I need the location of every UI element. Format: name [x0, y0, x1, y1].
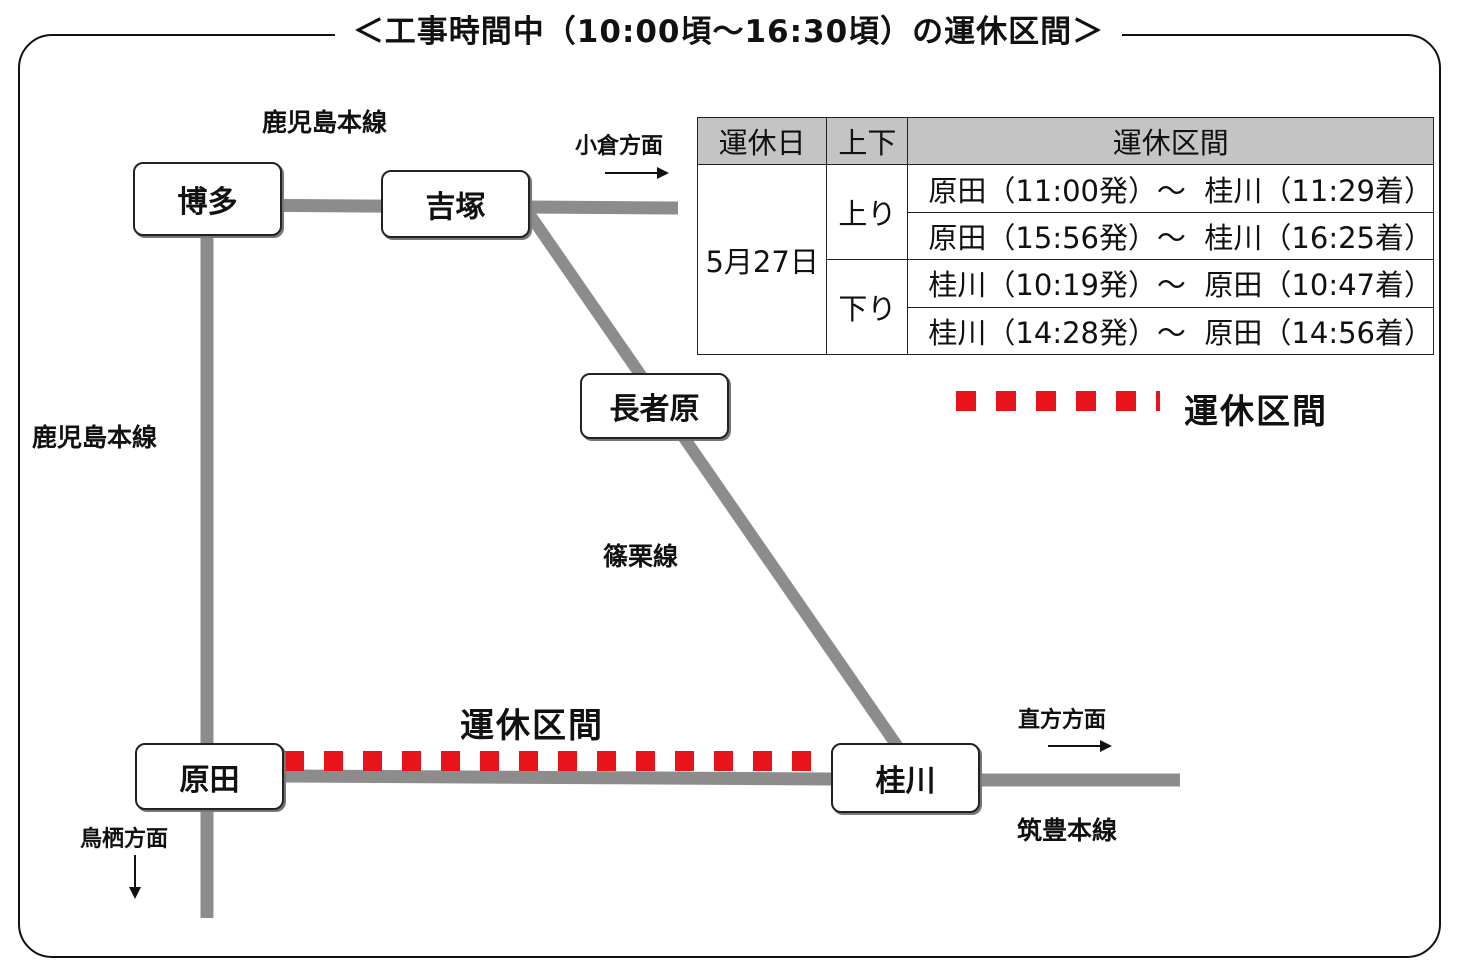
track-chikuho-suspended-section — [282, 769, 836, 786]
table-header-row: 運休日 上下 運休区間 — [696, 116, 1434, 166]
section-from: 桂川（10:19発） — [928, 268, 1157, 303]
section-to: 桂川（11:29着） — [1204, 173, 1433, 208]
line-label-chikuho: 筑豊本線 — [1017, 816, 1118, 845]
header-direction: 上下 — [826, 116, 909, 166]
section-from: 原田（15:56発） — [928, 220, 1157, 255]
table-row: 5月27日 上り 原田（11:00発）～桂川（11:29着） — [696, 164, 1434, 355]
direction-arrow-tosu — [129, 855, 141, 899]
cell-section: 原田（11:00発）～ 桂川（11:29着） — [907, 164, 1434, 213]
section-separator: ～ — [1156, 220, 1186, 255]
section-separator: ～ — [1156, 268, 1186, 303]
direction-label-nogata: 直方方面 — [1018, 708, 1107, 733]
section-to: 原田（14:56着） — [1204, 315, 1433, 350]
section-separator: ～ — [1156, 315, 1186, 350]
station-haruda-label: 原田 — [179, 762, 240, 798]
cell-direction-up: 上り — [826, 164, 909, 261]
line-label-sasaguri: 篠栗線 — [603, 542, 679, 571]
section-from: 桂川（14:28発） — [928, 315, 1157, 350]
table-row: 下り 桂川（10:19発）～原田（10:47着） — [698, 259, 1434, 355]
diagram-title: ＜工事時間中（10:00頃～16:30頃）の運休区間＞ — [334, 6, 1123, 51]
station-yoshizuka-label: 吉塚 — [425, 190, 486, 225]
line-label-kagoshima-top: 鹿児島本線 — [262, 108, 388, 137]
suspended-section-label: 運休区間 — [460, 706, 604, 746]
station-keisen-label: 桂川 — [875, 764, 936, 799]
section-separator: ～ — [1156, 173, 1186, 208]
section-to: 原田（10:47着） — [1204, 268, 1433, 303]
station-chojabaru: 長者原 — [580, 373, 729, 439]
diagram-title-wrap: ＜工事時間中（10:00頃～16:30頃）の運休区間＞ — [0, 6, 1457, 51]
cell-date: 5月27日 — [696, 164, 828, 355]
station-yoshizuka: 吉塚 — [381, 170, 530, 238]
station-hakata: 博多 — [133, 162, 282, 236]
section-to: 桂川（16:25着） — [1204, 220, 1433, 255]
station-hakata-label: 博多 — [177, 185, 238, 220]
cell-section: 桂川（14:28発）～ 原田（14:56着） — [907, 306, 1434, 356]
track-sasaguri — [525, 211, 905, 754]
line-label-kagoshima-left: 鹿児島本線 — [32, 423, 158, 452]
direction-arrow-nogata — [1048, 740, 1112, 752]
legend-label: 運休区間 — [1184, 392, 1328, 432]
header-date: 運休日 — [696, 116, 828, 166]
direction-label-tosu: 鳥栖方面 — [80, 827, 169, 852]
direction-label-kokura: 小倉方面 — [575, 134, 664, 159]
station-keisen: 桂川 — [831, 743, 980, 813]
legend-marker — [956, 391, 1160, 411]
station-chojabaru-label: 長者原 — [609, 392, 700, 427]
suspension-schedule-table: 運休日 上下 運休区間 5月27日 上り 原田（11:00発）～桂川（11:29… — [696, 116, 1434, 356]
section-from: 原田（11:00発） — [928, 173, 1157, 208]
cell-section: 桂川（10:19発）～ 原田（10:47着） — [907, 259, 1434, 308]
direction-arrow-kokura — [605, 167, 669, 179]
cell-direction-down: 下り — [826, 259, 909, 355]
station-haruda: 原田 — [135, 743, 284, 810]
cell-section: 原田（15:56発）～ 桂川（16:25着） — [907, 211, 1434, 261]
table-row: 桂川（14:28発）～ 原田（14:56着） — [698, 306, 1434, 356]
header-section: 運休区間 — [907, 116, 1434, 166]
